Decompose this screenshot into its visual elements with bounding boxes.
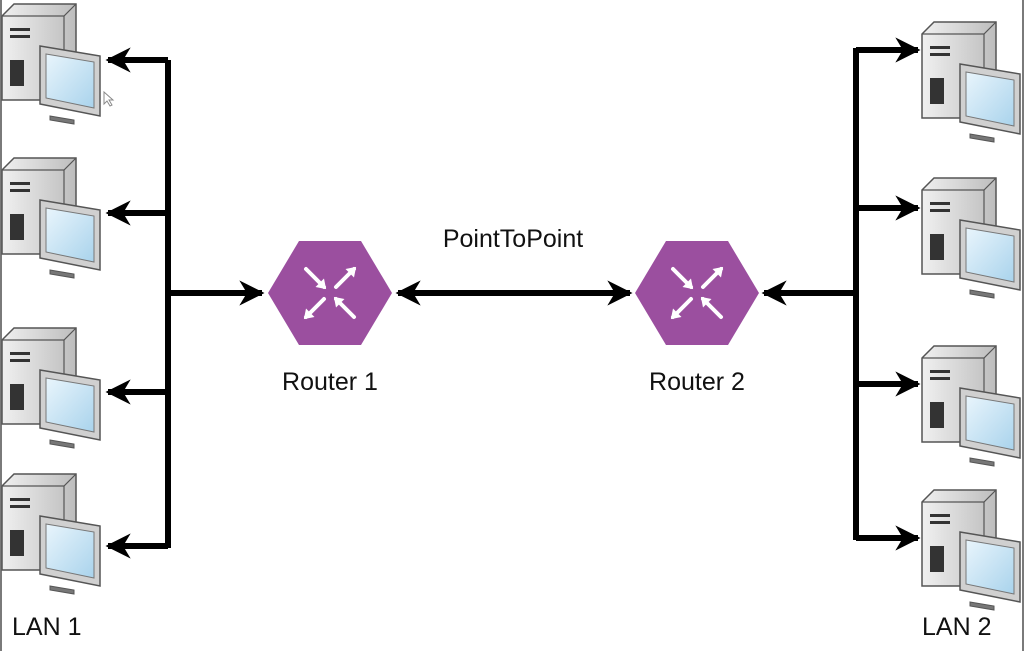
computers-layer (1, 3, 1021, 611)
mouse-cursor-icon (103, 90, 115, 107)
desktop-computer-icon (1, 473, 101, 595)
lan2-bus (761, 37, 921, 551)
routers-layer (268, 241, 759, 345)
point-to-point-label: PointToPoint (442, 225, 584, 253)
desktop-computer-icon (921, 489, 1021, 611)
lan1-bus (105, 47, 265, 559)
lan-1-label: LAN 1 (12, 613, 82, 641)
desktop-computer-icon (921, 21, 1021, 143)
lan-2-label: LAN 2 (922, 613, 992, 641)
desktop-computer-icon (921, 177, 1021, 299)
desktop-computer-icon (1, 157, 101, 279)
router-icon (635, 241, 759, 345)
right-frame-edge (1022, 0, 1024, 651)
router-1-label: Router 1 (282, 368, 378, 396)
left-frame-edge (0, 0, 2, 651)
desktop-computer-icon (921, 345, 1021, 467)
router-2-label: Router 2 (649, 368, 745, 396)
router-icon (268, 241, 392, 345)
desktop-computer-icon (1, 3, 101, 125)
desktop-computer-icon (1, 327, 101, 449)
